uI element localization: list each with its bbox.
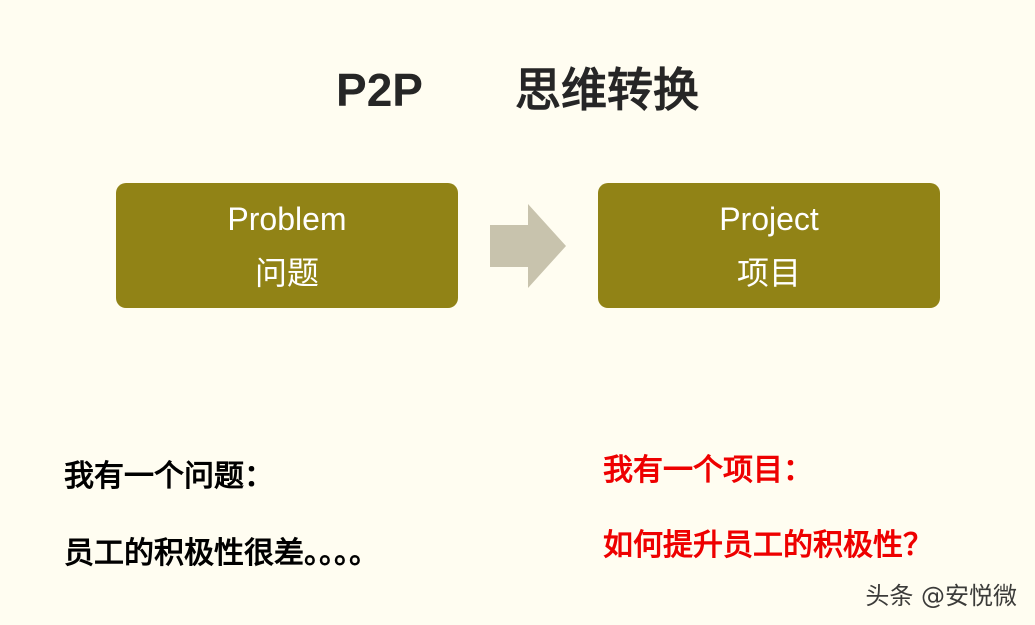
problem-statement-heading: 我有一个问题： [64,459,274,494]
right-arrow-shape [490,204,566,288]
project-label-en: Project [719,201,819,237]
title-p2p: P2P [336,64,423,116]
problem-statement-body: 员工的积极性很差。。。。 [64,536,379,571]
source-watermark: 头条 @安悦微 [865,582,1017,610]
project-statement-body: 如何提升员工的积极性？ [603,528,933,563]
problem-box: Problem 问题 [116,183,458,308]
right-arrow-icon [490,204,566,288]
title-mindset-shift: 思维转换 [514,64,699,116]
problem-label-cn: 问题 [254,254,319,292]
project-box: Project 项目 [598,183,940,308]
slide-title: P2P 思维转换 [0,58,1035,122]
project-label-cn: 项目 [736,254,801,292]
problem-label-en: Problem [227,201,347,237]
project-statement-heading: 我有一个项目： [603,453,813,488]
